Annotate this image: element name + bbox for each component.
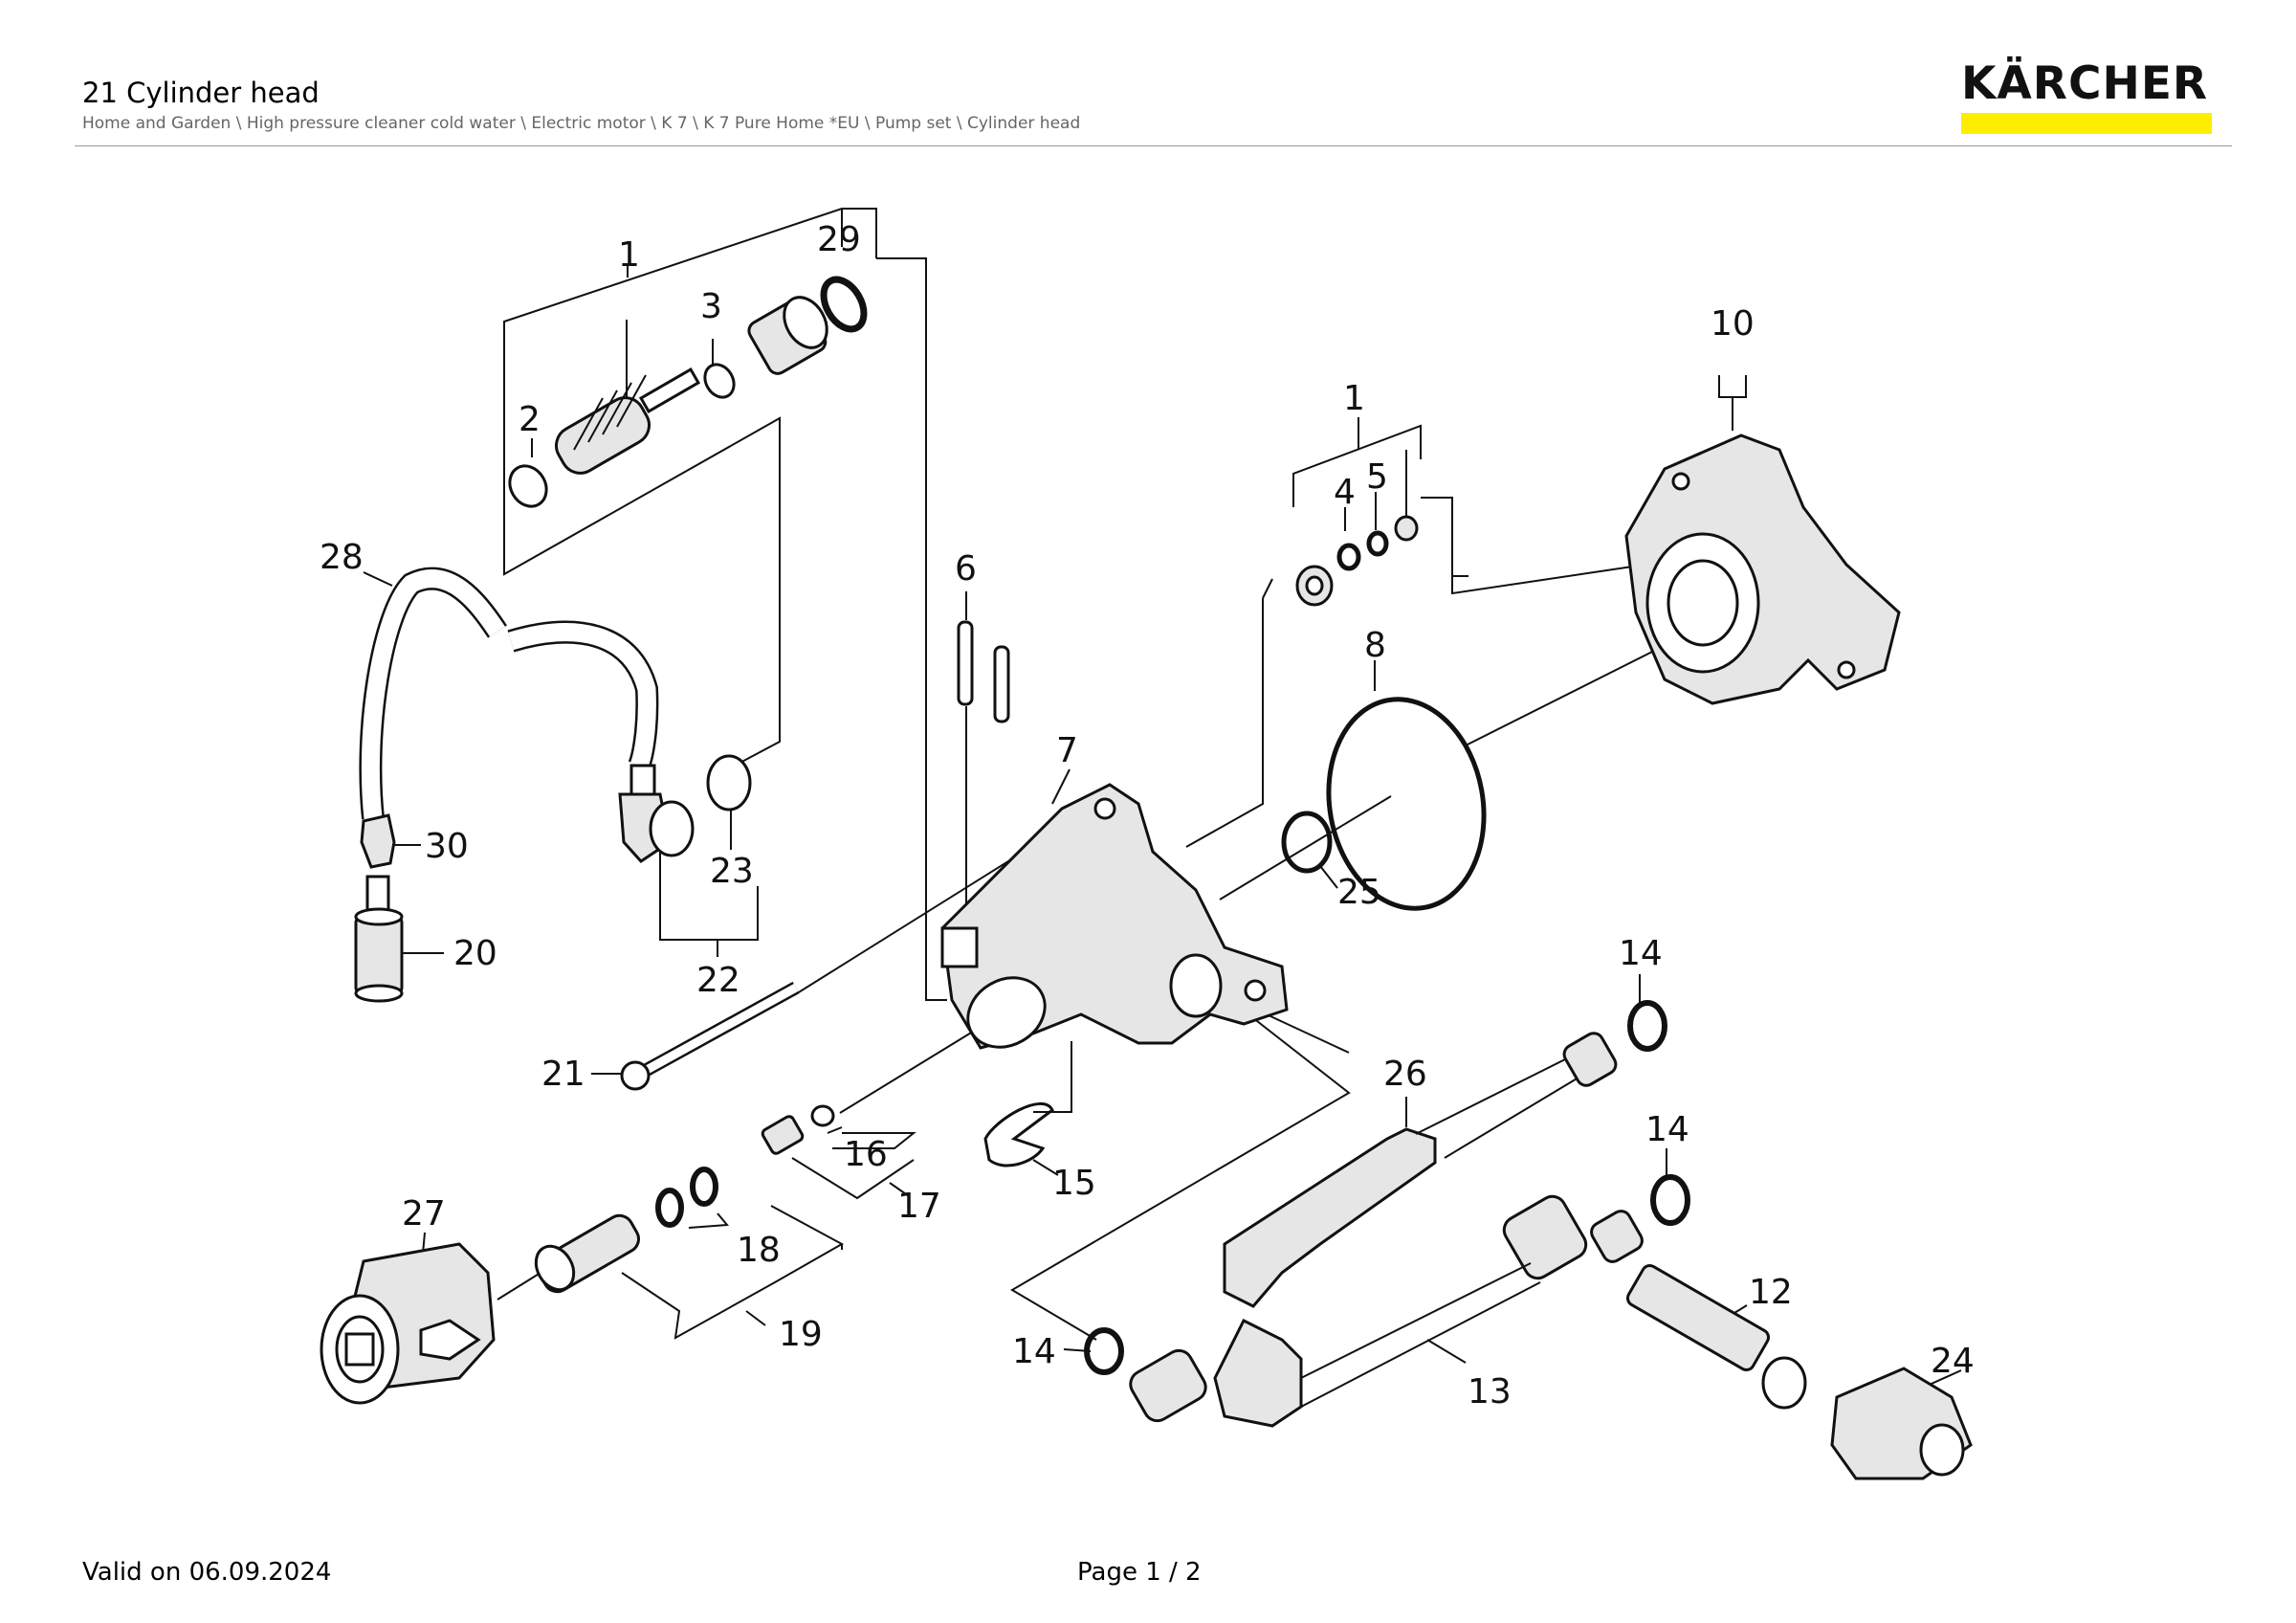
- part-connector-30-filter-20: [354, 813, 404, 1003]
- part-label: 21: [541, 1055, 585, 1094]
- part-cylinder-head-7: [940, 783, 1289, 1050]
- leader-lines: [363, 208, 1962, 1389]
- part-orings-8-25: [1281, 697, 1487, 911]
- part-clip-15: [983, 1102, 1054, 1167]
- part-label: 17: [897, 1187, 941, 1226]
- part-filter-12: [1625, 1264, 1807, 1410]
- page-number: Page 1 / 2: [1077, 1558, 1202, 1587]
- part-label: 18: [737, 1231, 781, 1270]
- brand-logo: KÄRCHER: [1961, 61, 2212, 134]
- part-label: 22: [696, 961, 740, 1000]
- part-label: 1: [618, 235, 640, 275]
- part-coupling-24: [1830, 1367, 1973, 1480]
- part-washers-14: [1084, 1000, 1690, 1375]
- part-label: 13: [1468, 1372, 1512, 1412]
- part-label: 14: [1645, 1110, 1689, 1149]
- part-label: 12: [1749, 1273, 1793, 1312]
- part-label: 19: [779, 1315, 823, 1354]
- part-valve-spool-2-3: [508, 276, 868, 508]
- part-label: 4: [1334, 473, 1356, 512]
- part-manifold-26-13: [1129, 1032, 1644, 1428]
- part-elbow-valve-22: [618, 754, 752, 863]
- part-label: 27: [402, 1194, 446, 1234]
- part-label: 28: [320, 538, 364, 577]
- part-pins-6: [957, 620, 1010, 723]
- part-label: 5: [1366, 457, 1388, 497]
- part-label: 29: [817, 220, 861, 259]
- part-seals-1-4-5: [1295, 515, 1419, 607]
- part-label: 15: [1052, 1164, 1096, 1203]
- part-screw-21: [620, 981, 800, 1091]
- brand-wordmark: KÄRCHER: [1961, 57, 2209, 110]
- part-nut-27: [320, 1242, 496, 1405]
- part-hose-28: [359, 567, 659, 820]
- part-label: 7: [1056, 731, 1078, 770]
- part-label: 20: [453, 934, 497, 973]
- part-label: 25: [1337, 873, 1381, 912]
- part-label: 6: [955, 549, 977, 589]
- breadcrumb: Home and Garden \ High pressure cleaner …: [82, 114, 1081, 133]
- part-number-labels: 1 29 3 2 28 30 20 23 22 6 7 21 16 17 18 …: [320, 220, 1975, 1412]
- brand-yellow-bar: [1961, 113, 2212, 134]
- page-title: 21 Cylinder head: [82, 77, 320, 109]
- part-label: 3: [700, 287, 722, 326]
- part-label: 16: [844, 1135, 888, 1174]
- part-label: 14: [1012, 1332, 1056, 1371]
- part-label: 14: [1619, 934, 1663, 973]
- part-label: 2: [519, 400, 541, 439]
- part-label: 24: [1931, 1342, 1975, 1381]
- part-motor-flange-10: [1624, 434, 1901, 705]
- part-label: 1: [1343, 379, 1365, 418]
- part-label: 26: [1383, 1055, 1427, 1094]
- part-label: 10: [1711, 304, 1755, 344]
- valid-date: Valid on 06.09.2024: [82, 1558, 332, 1587]
- header-divider: [75, 145, 2232, 146]
- part-label: 30: [425, 827, 469, 866]
- part-label: 8: [1364, 626, 1386, 665]
- part-label: 23: [710, 852, 754, 891]
- part-fittings-16-17-18-19: [534, 1104, 835, 1294]
